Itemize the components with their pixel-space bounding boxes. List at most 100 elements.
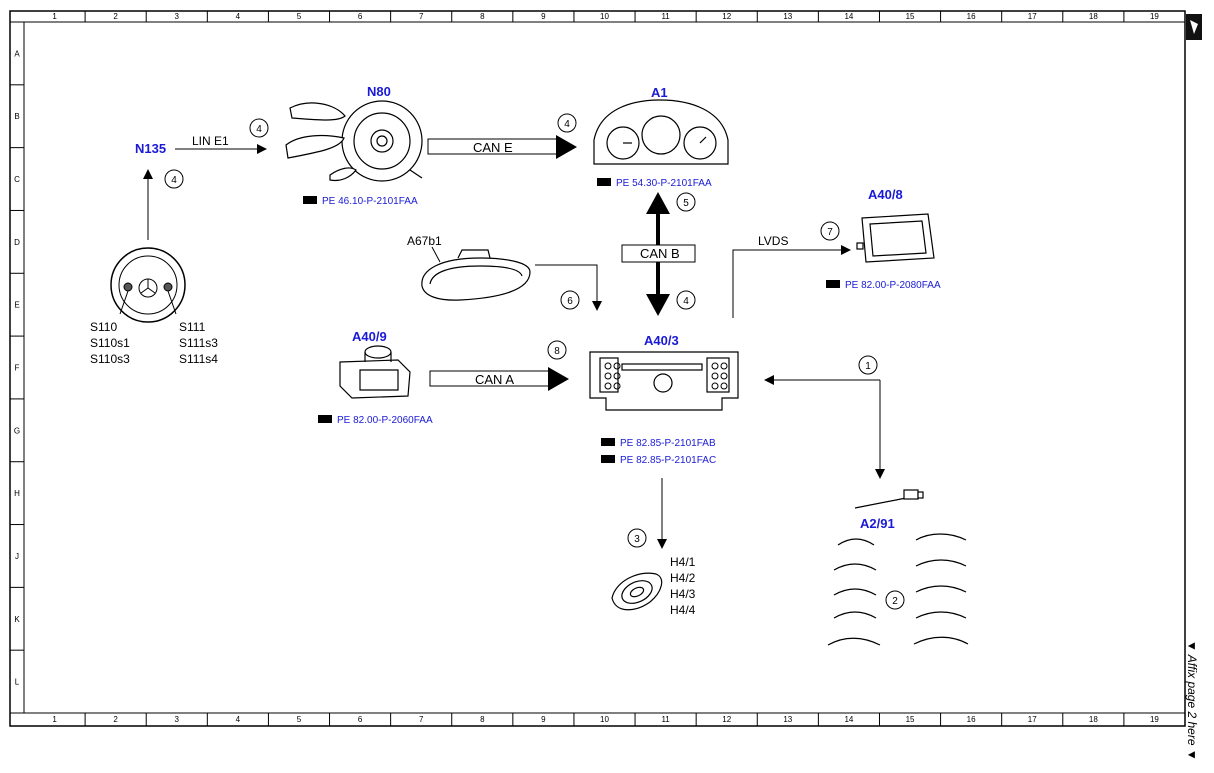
row-letter: A	[14, 49, 20, 58]
label-n135: N135	[135, 141, 166, 156]
head-unit-button-icon	[613, 372, 621, 380]
callout-number: 4	[683, 296, 689, 307]
column-number: 9	[541, 715, 546, 724]
manual-reference-icon	[597, 178, 611, 186]
callout-number: 4	[564, 119, 570, 130]
column-number: 12	[722, 715, 731, 724]
column-number: 14	[844, 715, 853, 724]
manual-reference-icon	[601, 438, 615, 446]
column-number: 19	[1150, 12, 1159, 21]
callout-number: 4	[171, 175, 177, 186]
ref-a40-9[interactable]: PE 82.00-P-2060FAA	[318, 415, 433, 426]
row-letter: H	[14, 489, 20, 498]
row-letter: F	[15, 364, 20, 373]
manual-reference-icon	[303, 196, 317, 204]
ref-a1-text: PE 54.30-P-2101FAA	[616, 178, 712, 189]
can-b-arrow	[621, 192, 696, 316]
callout-waves: 2	[885, 590, 905, 610]
column-number: 11	[661, 715, 670, 724]
column-number: 11	[661, 12, 670, 21]
callout-can-a: 8	[547, 340, 567, 360]
column-number: 14	[844, 12, 853, 21]
row-letter: G	[14, 426, 20, 435]
switch-labels-right: S111 S111s3 S111s4	[179, 320, 218, 366]
speaker-labels: H4/1 H4/2 H4/3 H4/4	[670, 555, 696, 617]
speaker-label: H4/3	[670, 587, 696, 601]
head-unit-icon	[589, 351, 739, 411]
callout-number: 4	[256, 124, 262, 135]
label-a40-3: A40/3	[644, 333, 679, 348]
can-e-arrow	[427, 135, 577, 159]
row-letter: L	[15, 678, 20, 687]
switch-labels-left: S110 S110s1 S110s3	[90, 320, 130, 366]
column-number: 2	[113, 12, 118, 21]
switch-label: S110	[90, 320, 117, 334]
column-number: 13	[783, 12, 792, 21]
can-a-arrow	[429, 367, 569, 391]
callout-can-b-down: 4	[676, 290, 696, 310]
head-unit-button-icon	[711, 362, 719, 370]
speaker-icon	[611, 572, 663, 611]
switch-label: S111s3	[179, 336, 218, 350]
callout-number: 3	[634, 534, 640, 545]
switch-label: S111	[179, 320, 206, 334]
head-unit-button-icon	[720, 372, 728, 380]
callout-number: 6	[567, 296, 573, 307]
ref-n80[interactable]: PE 46.10-P-2101FAA	[303, 196, 418, 207]
column-number: 6	[358, 12, 363, 21]
radio-waves-icon	[827, 533, 969, 646]
column-number: 5	[297, 715, 302, 724]
column-number: 18	[1089, 12, 1098, 21]
callout-a2-91: 1	[858, 355, 878, 375]
head-unit-button-icon	[720, 362, 728, 370]
ref-a40-3-fac[interactable]: PE 82.85-P-2101FAC	[601, 455, 716, 466]
steering-wheel-icon	[110, 247, 186, 323]
column-number: 12	[722, 12, 731, 21]
ref-a1[interactable]: PE 54.30-P-2101FAA	[597, 178, 712, 189]
head-unit-button-icon	[604, 372, 612, 380]
row-letter: C	[14, 175, 20, 184]
callout-n135: 4	[164, 169, 184, 189]
manual-reference-icon	[318, 415, 332, 423]
ref-a40-3-fab-text: PE 82.85-P-2101FAB	[620, 438, 716, 449]
column-number: 5	[297, 12, 302, 21]
callout-can-e: 4	[557, 113, 577, 133]
bus-lin-e1: LIN E1	[192, 134, 229, 148]
column-number: 16	[967, 12, 976, 21]
label-a40-8: A40/8	[868, 187, 903, 202]
row-letter: J	[15, 552, 19, 561]
manual-reference-icon	[601, 455, 615, 463]
column-number: 10	[600, 12, 609, 21]
label-a1: A1	[651, 85, 668, 100]
steering-column-module-icon	[285, 100, 423, 182]
leader-a67b1	[431, 246, 441, 263]
switch-label: S111s4	[179, 352, 218, 366]
head-unit-button-icon	[711, 372, 719, 380]
column-number: 9	[541, 12, 546, 21]
display-unit-icon	[856, 213, 935, 263]
head-unit-button-icon	[720, 382, 728, 390]
label-a67b1: A67b1	[407, 234, 442, 248]
switch-label: S110s3	[90, 352, 130, 366]
column-number: 8	[480, 715, 485, 724]
column-number: 1	[52, 12, 57, 21]
column-number: 15	[906, 12, 915, 21]
speaker-label: H4/1	[670, 555, 696, 569]
ref-n80-text: PE 46.10-P-2101FAA	[322, 196, 418, 207]
label-a2-91: A2/91	[860, 516, 895, 531]
ref-a40-3-fab[interactable]: PE 82.85-P-2101FAB	[601, 438, 716, 449]
column-number: 1	[52, 715, 57, 724]
column-number: 8	[480, 12, 485, 21]
ref-a40-9-text: PE 82.00-P-2060FAA	[337, 415, 433, 426]
column-number: 3	[175, 12, 180, 21]
ref-a40-8[interactable]: PE 82.00-P-2080FAA	[826, 280, 941, 291]
column-number: 4	[236, 12, 241, 21]
row-letter: K	[14, 615, 20, 624]
column-number: 4	[236, 715, 241, 724]
head-unit-button-icon	[613, 382, 621, 390]
diagram-frame	[9, 10, 1186, 727]
